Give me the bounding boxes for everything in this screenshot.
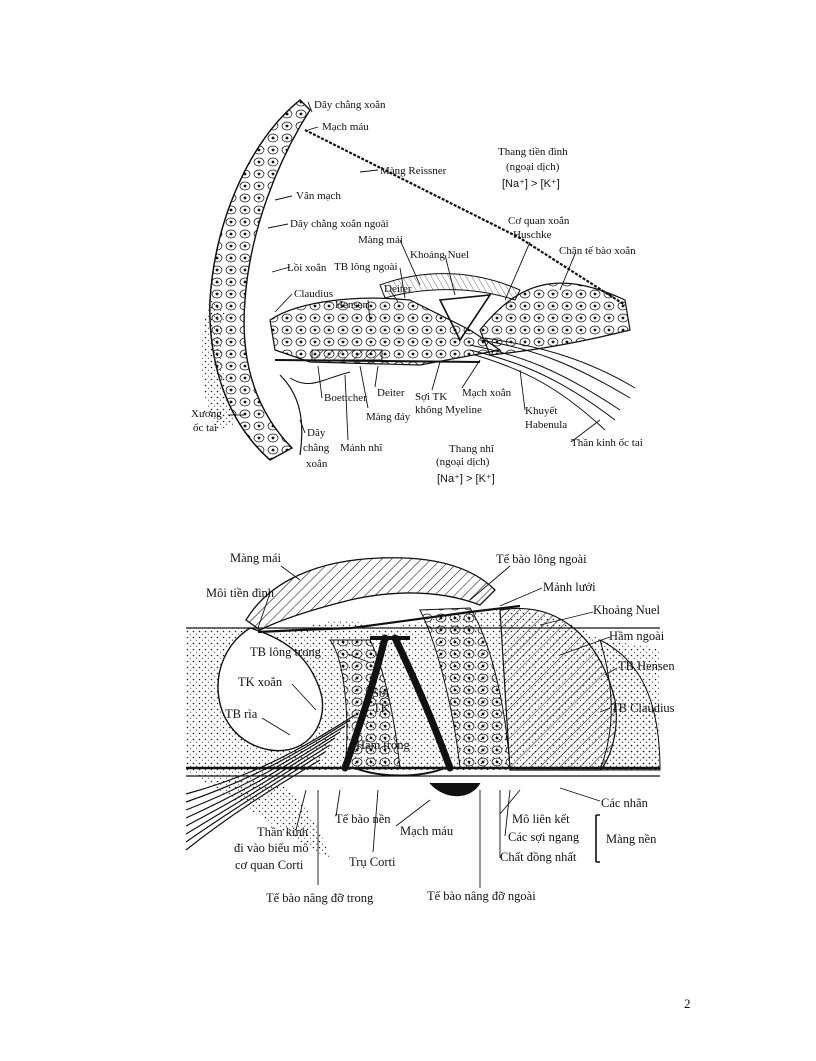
outer-supporting-region: [499, 608, 617, 771]
label-deiter-b: Deiter: [377, 387, 405, 399]
label-boettcher: Boettcher: [324, 392, 367, 404]
organ-of-corti-cells: [269, 294, 502, 366]
top-leader-lines: [228, 101, 601, 443]
label-loi-xoan: Lồi xoắn: [287, 262, 327, 274]
tectorial-membrane-hatched: [245, 557, 496, 631]
cochlear-duct-diagram: [201, 99, 636, 461]
lower-ligament: [279, 374, 303, 456]
label-day-chang-xoan: Dây chằng xoắn: [314, 99, 386, 111]
cochlear-bone-dots: [201, 300, 235, 430]
label-xuong: Xương: [191, 408, 222, 420]
label-ion-1: [Na⁺] > [K⁺]: [502, 178, 560, 190]
label-habenula: Habenula: [525, 419, 567, 431]
label-manh-nhi: Mảnh nhĩ: [340, 442, 383, 454]
inner-sulcus: [217, 627, 324, 752]
label-soi-tk: Sợi TK: [415, 391, 447, 403]
label-ham-trong: Hầm trong: [356, 738, 411, 752]
label-te-bao-long-ngoai: Tế bào lông ngoài: [496, 552, 587, 566]
label-tru-corti: Trụ Corti: [349, 855, 396, 869]
label-te-bao-nen: Tế bào nền: [335, 812, 391, 826]
label-khoang-nuel: Khoảng Nuel: [410, 249, 469, 261]
basilar-membrane: [274, 359, 481, 363]
label-chat-dong-nhat: Chất đồng nhất: [500, 850, 577, 864]
label-xoan: xoắn: [306, 458, 328, 470]
label-mang-nen: Màng nền: [606, 832, 657, 846]
label-chang: chằng: [303, 442, 330, 454]
spiral-limbus: [479, 282, 631, 356]
label-tb-claudius: TB Claudius: [611, 701, 675, 715]
bone-edge: [209, 99, 301, 461]
label-cac-soi-ngang: Các sợi ngang: [508, 830, 580, 844]
label-co-quan-corti: cơ quan Corti: [235, 858, 304, 872]
label-thang-nhi: Thang nhĩ: [449, 443, 495, 455]
tympanic-lip: [289, 371, 351, 385]
cochlear-nerve-bundle: [469, 337, 636, 431]
label-van-mach: Vân mạch: [296, 190, 341, 202]
mang-nen-bracket: [595, 814, 600, 863]
bottom-leader-lines: [257, 565, 618, 888]
label-te-bao-nang-do-trong: Tế bào nâng đỡ trong: [266, 891, 374, 905]
label-mach-mau-2: Mạch máu: [400, 824, 454, 838]
label-mach-mau: Mạch máu: [322, 121, 369, 133]
label-chan-te-bao-xoan: Chân tế bào xoắn: [559, 245, 636, 257]
label-manh-luoi: Mảnh lưới: [543, 580, 596, 594]
reissner-membrane: [304, 129, 626, 306]
label-deiter-a: Deiter: [384, 283, 412, 295]
page-number: 2: [684, 996, 691, 1011]
label-di-vao-bieu-mo: đi vào biểu mô: [234, 841, 309, 855]
label-tb-long-ngoai: TB lông ngoài: [334, 261, 398, 273]
label-co-quan-xoan: Cơ quan xoắn: [508, 215, 570, 227]
label-cac-nhan: Các nhân: [601, 796, 649, 810]
organ-of-corti-diagram: [185, 557, 661, 863]
label-thang-tien-dinh: Thang tiền đình: [498, 146, 568, 158]
label-ham-ngoai: Hầm ngoài: [609, 629, 665, 643]
label-mang-mai: Màng mái: [358, 234, 403, 246]
label-tk: TK: [373, 701, 390, 715]
claudius-region: [599, 639, 661, 771]
label-khuyet: Khuyết: [525, 405, 557, 417]
label-mach-xoan: Mạch xoắn: [462, 387, 512, 399]
lower-bone-dots: [186, 770, 330, 860]
reticular-lamina: [257, 604, 521, 634]
label-khong-myeline: không Myeline: [415, 404, 482, 416]
label-mo-lien-ket: Mô liên kết: [512, 812, 570, 826]
bottom-figure-labels: Màng mái Môi tiền đình Tế bào lông ngoài…: [206, 551, 675, 905]
label-oc-tai: ốc tai: [193, 422, 217, 434]
label-day-chang-xoan-ngoai: Dây chằng xoắn ngoài: [290, 218, 389, 230]
top-figure-labels: Dây chằng xoắn Mạch máu Màng Reissner Vâ…: [191, 99, 643, 485]
label-soi: Sợi: [372, 686, 390, 700]
label-day: Dây: [307, 427, 326, 439]
label-te-bao-nang-do-ngoai: Tế bào nâng đỡ ngoài: [427, 889, 536, 903]
corti-pillars: [341, 634, 454, 777]
label-moi-tien-dinh: Môi tiền đình: [206, 586, 275, 600]
label-ngoai-dich-1: (ngoại dịch): [506, 161, 560, 173]
label-than-kinh-oc-tai: Thần kinh ốc tai: [571, 437, 643, 449]
vessel: [429, 782, 481, 797]
label-claudius: Claudius: [294, 288, 333, 300]
label-tb-hensen: TB Hensen: [618, 659, 675, 673]
label-ngoai-dich-2: (ngoại dịch): [436, 456, 490, 468]
label-tk-xoan: TK xoắn: [238, 675, 283, 689]
label-huschke: Huschke: [513, 229, 552, 241]
label-mang-day: Màng đáy: [366, 411, 411, 423]
label-khoang-nuel-2: Khoảng Nuel: [593, 603, 661, 617]
label-mang-mai-2: Màng mái: [230, 551, 282, 565]
label-than-kinh: Thần kinh: [257, 825, 309, 839]
label-tb-ria: TB rìa: [225, 707, 258, 721]
label-mang-reissner: Màng Reissner: [380, 165, 447, 177]
label-tb-long-trong: TB lông trong: [250, 645, 322, 659]
label-ion-2: [Na⁺] > [K⁺]: [437, 473, 495, 485]
label-hensen: Hensen: [335, 299, 368, 311]
